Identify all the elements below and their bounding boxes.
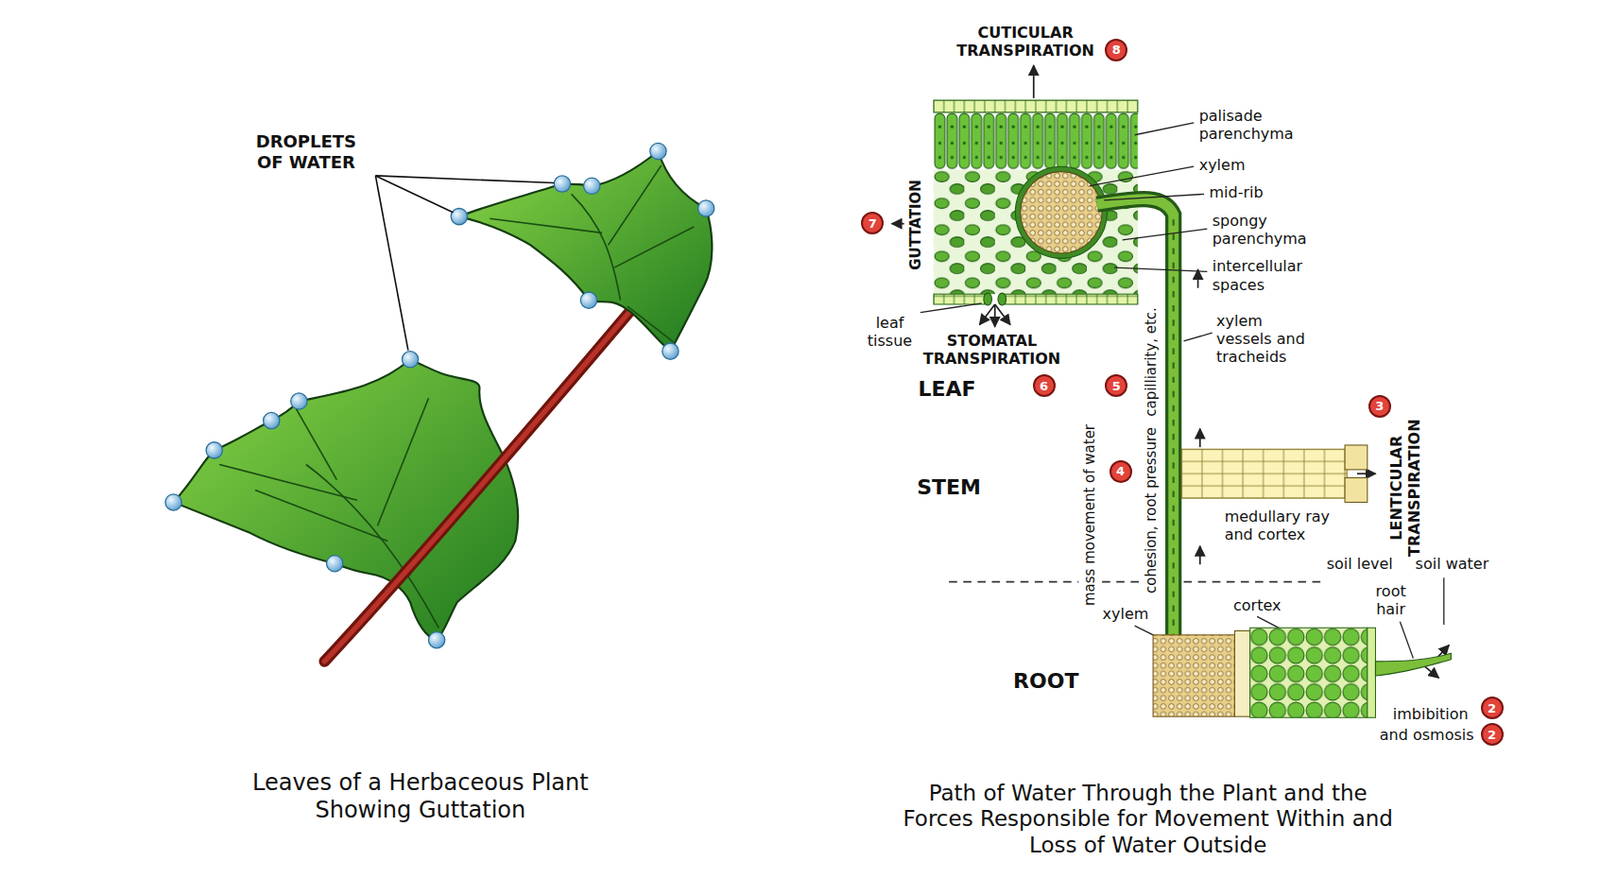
callout-text: 4 <box>1116 464 1125 478</box>
part-label: xylem <box>1102 604 1150 623</box>
part-label: soil level <box>1326 554 1394 573</box>
part-label: CUTICULAR TRANSPIRATION <box>947 23 1104 60</box>
part-label: xylem vessels and tracheids <box>1216 311 1316 367</box>
part-label: Leaves of a Herbaceous Plant Showing Gut… <box>222 769 620 825</box>
callout-number: 5 <box>1104 374 1128 397</box>
part-label: GUTTATION <box>907 179 925 271</box>
callout-text: 5 <box>1112 379 1121 393</box>
part-label: DROPLETS OF WATER <box>246 131 365 173</box>
part-label: leaf tissue <box>861 313 919 350</box>
callout-text: 7 <box>868 217 878 230</box>
part-label: palisade parenchyma <box>1199 106 1304 143</box>
part-label: imbibition <box>1393 705 1469 723</box>
callout-number: 6 <box>1032 374 1056 397</box>
part-label: mid-rib <box>1208 183 1263 202</box>
callout-text: 6 <box>1039 379 1049 393</box>
part-label: spongy parenchyma <box>1212 211 1317 248</box>
part-label: LEAF <box>917 377 976 402</box>
callout-number: 3 <box>1368 395 1392 418</box>
callout-text: 2 <box>1487 728 1497 741</box>
callout-number: 4 <box>1109 460 1133 483</box>
callout-number: 2 <box>1480 722 1504 746</box>
part-label: intercellular spaces <box>1212 257 1331 293</box>
part-label: xylem <box>1199 155 1246 174</box>
part-label: capilliarity, etc. <box>1142 308 1160 418</box>
part-label: cohesion, root pressure <box>1142 427 1160 594</box>
callout-text: 2 <box>1487 702 1497 715</box>
figure-caption: Path of Water Through the Plant and the … <box>902 780 1394 860</box>
callout-text: 3 <box>1375 399 1384 413</box>
callout-number: 7 <box>860 211 884 235</box>
part-label: LENTICULAR TRANSPIRATION <box>1388 410 1425 567</box>
part-label: STEM <box>916 475 981 500</box>
callout-number: 2 <box>1480 696 1504 720</box>
part-label: ROOT <box>1013 669 1079 694</box>
callout-text: 8 <box>1112 43 1121 56</box>
part-label: and osmosis <box>1379 725 1475 744</box>
part-label: soil water <box>1415 554 1490 573</box>
part-label: root hair <box>1367 582 1415 619</box>
part-label: mass movement of water <box>1081 424 1099 606</box>
callout-number: 8 <box>1104 38 1128 62</box>
part-label: cortex <box>1233 596 1281 615</box>
part-label: medullary ray and cortex <box>1224 507 1353 544</box>
part-label: STOMATAL TRANSPIRATION <box>913 331 1070 368</box>
